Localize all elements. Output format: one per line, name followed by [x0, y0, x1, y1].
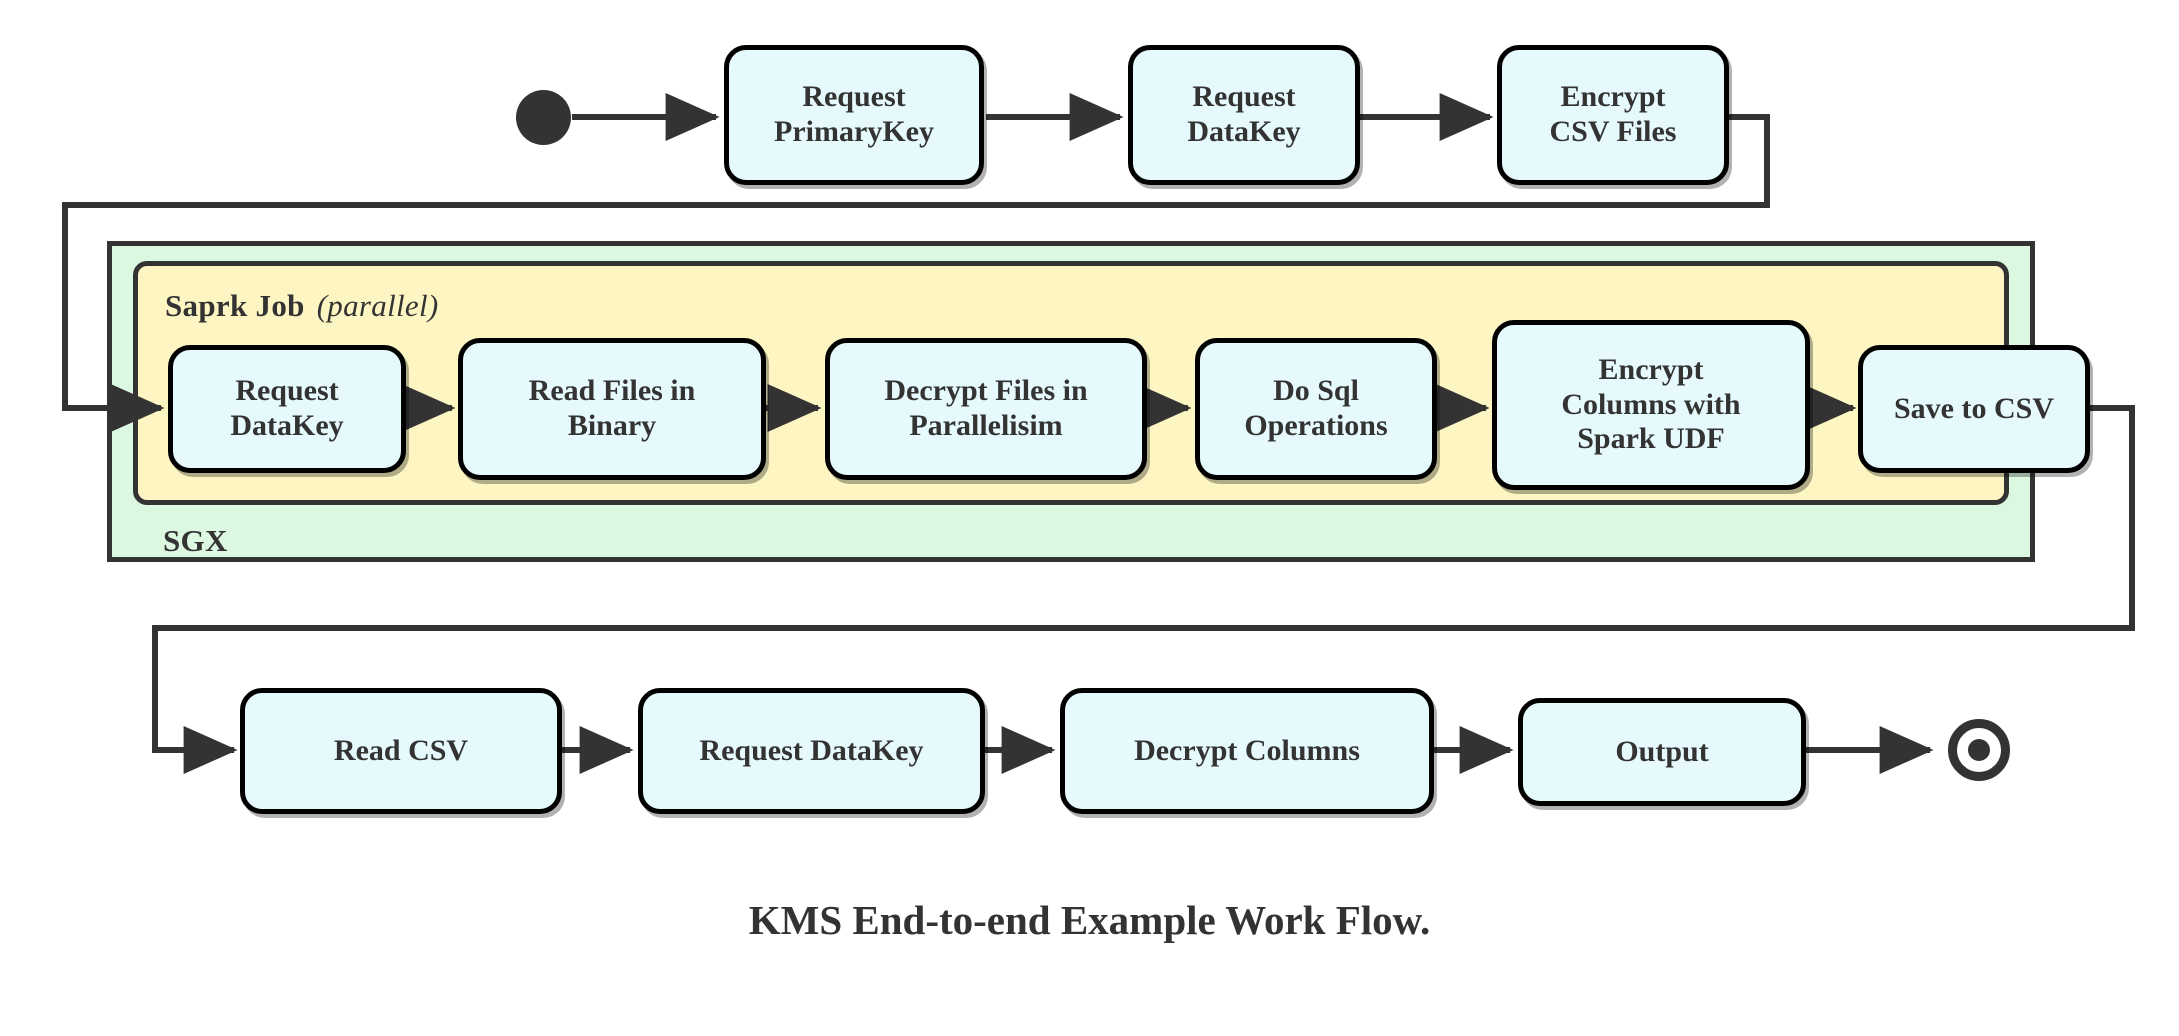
node-output[interactable]: Output [1518, 698, 1806, 806]
node-save-to-csv-label: Save to CSV [1893, 391, 2054, 425]
start-node [516, 90, 571, 145]
end-node [1948, 719, 2010, 781]
region-spark-job-label: Saprk Job (parallel) [165, 288, 439, 324]
node-request-datakey-top[interactable]: Request DataKey [1128, 45, 1360, 185]
node-decrypt-files-in-parallelisim-label: Decrypt Files in Parallelisim [884, 374, 1088, 442]
node-encrypt-csv-files[interactable]: Encrypt CSV Files [1497, 45, 1729, 185]
node-decrypt-columns-label: Decrypt Columns [1134, 733, 1360, 767]
node-request-datakey-bottom-label: Request DataKey [699, 733, 924, 767]
diagram-caption: KMS End-to-end Example Work Flow. [748, 897, 1431, 943]
node-request-datakey-bottom[interactable]: Request DataKey [638, 688, 985, 814]
region-sgx-label: SGX [163, 523, 228, 558]
node-request-datakey-top-label: Request DataKey [1187, 80, 1301, 148]
node-read-files-in-binary[interactable]: Read Files in Binary [458, 338, 766, 480]
node-request-datakey-spark[interactable]: Request DataKey [168, 345, 406, 473]
node-decrypt-columns[interactable]: Decrypt Columns [1060, 688, 1434, 814]
node-request-primarykey[interactable]: Request PrimaryKey [724, 45, 984, 185]
node-do-sql-operations-label: Do Sql Operations [1244, 374, 1388, 442]
node-read-csv[interactable]: Read CSV [240, 688, 562, 814]
end-node-core [1968, 739, 1990, 761]
node-request-primarykey-label: Request PrimaryKey [774, 80, 934, 148]
node-encrypt-csv-files-label: Encrypt CSV Files [1549, 80, 1677, 148]
node-encrypt-columns-with-spark-udf[interactable]: Encrypt Columns with Spark UDF [1492, 320, 1810, 490]
region-spark-job-title: Saprk Job [165, 288, 305, 323]
region-spark-job-qualifier: (parallel) [316, 288, 439, 323]
node-read-csv-label: Read CSV [333, 733, 469, 767]
node-read-files-in-binary-label: Read Files in Binary [528, 374, 696, 442]
node-save-to-csv[interactable]: Save to CSV [1858, 345, 2090, 473]
node-encrypt-columns-with-spark-udf-label: Encrypt Columns with Spark UDF [1561, 352, 1741, 456]
node-output-label: Output [1615, 734, 1709, 768]
node-request-datakey-spark-label: Request DataKey [230, 374, 344, 442]
node-do-sql-operations[interactable]: Do Sql Operations [1195, 338, 1437, 480]
node-decrypt-files-in-parallelisim[interactable]: Decrypt Files in Parallelisim [825, 338, 1147, 480]
